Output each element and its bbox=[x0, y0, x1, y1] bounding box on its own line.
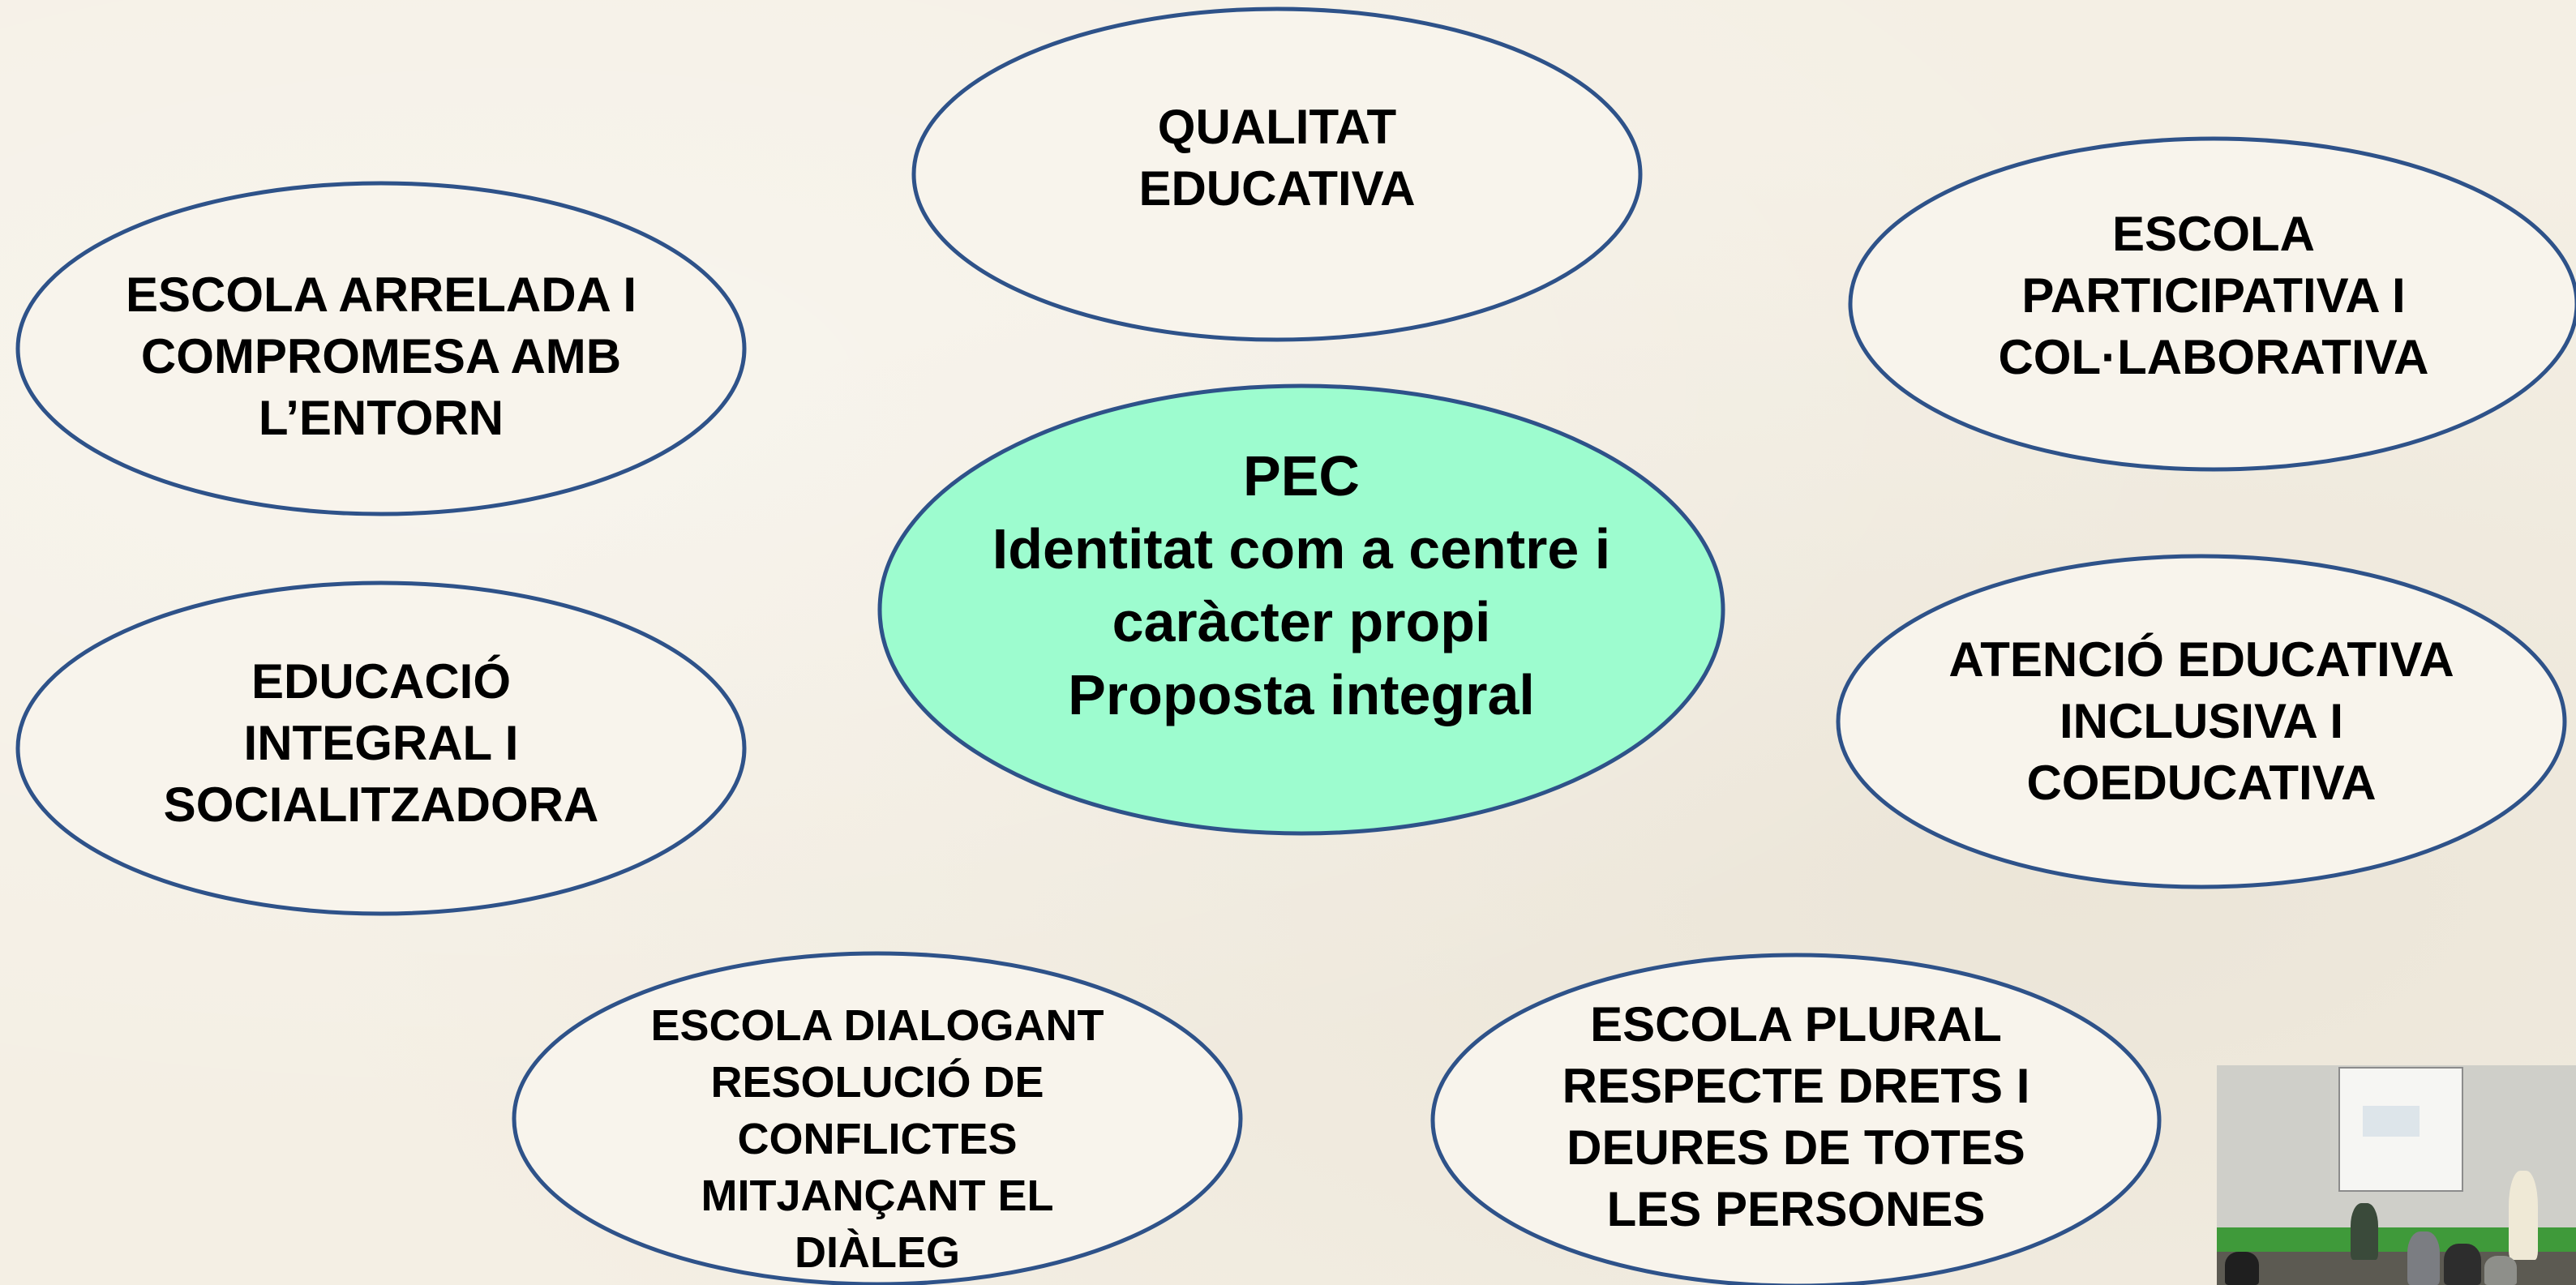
audience-head bbox=[2484, 1256, 2517, 1285]
center-ellipse bbox=[877, 383, 1725, 836]
center-line-caracter: caràcter propi bbox=[1112, 590, 1491, 653]
node-dialogant-ellipse bbox=[512, 951, 1243, 1285]
presenter-video-thumbnail bbox=[2217, 1065, 2576, 1285]
center-title: PEC bbox=[1243, 444, 1360, 508]
node-arrelada-ellipse bbox=[15, 181, 747, 516]
node-dialogant-text: ESCOLA DIALOGANT RESOLUCIÓ DE CONFLICTES… bbox=[650, 1001, 1104, 1277]
node-atencio-ellipse bbox=[1836, 554, 2567, 889]
center-line-proposta: Proposta integral bbox=[1068, 663, 1535, 726]
node-qualitat-ellipse bbox=[911, 6, 1643, 342]
audience-head bbox=[2225, 1252, 2259, 1285]
projected-slide bbox=[2363, 1106, 2420, 1137]
center-text: PEC Identitat com a centre i caràcter pr… bbox=[937, 435, 1666, 735]
node-plural-text: ESCOLA PLURAL RESPECTE DRETS I DEURES DE… bbox=[1562, 997, 2030, 1236]
node-qualitat-text: QUALITAT EDUCATIVA bbox=[1138, 100, 1416, 216]
node-plural-ellipse bbox=[1430, 953, 2162, 1285]
node-educacio-ellipse bbox=[15, 580, 747, 916]
node-educacio-text: EDUCACIÓ INTEGRAL I SOCIALITZADORA bbox=[163, 654, 599, 832]
audience-figure bbox=[2351, 1203, 2378, 1260]
audience-head bbox=[2407, 1231, 2440, 1285]
node-arrelada-text: ESCOLA ARRELADA I COMPROMESA AMB L’ENTOR… bbox=[126, 268, 636, 445]
center-line-identitat: Identitat com a centre i bbox=[992, 517, 1611, 580]
presenter-figure bbox=[2509, 1171, 2538, 1260]
node-atencio-text: ATENCIÓ EDUCATIVA INCLUSIVA I COEDUCATIV… bbox=[1948, 632, 2454, 810]
node-participativa-ellipse bbox=[1848, 136, 2576, 472]
node-participativa-text: ESCOLA PARTICIPATIVA I COL·LABORATIVA bbox=[1998, 207, 2429, 384]
audience-head bbox=[2444, 1244, 2481, 1285]
